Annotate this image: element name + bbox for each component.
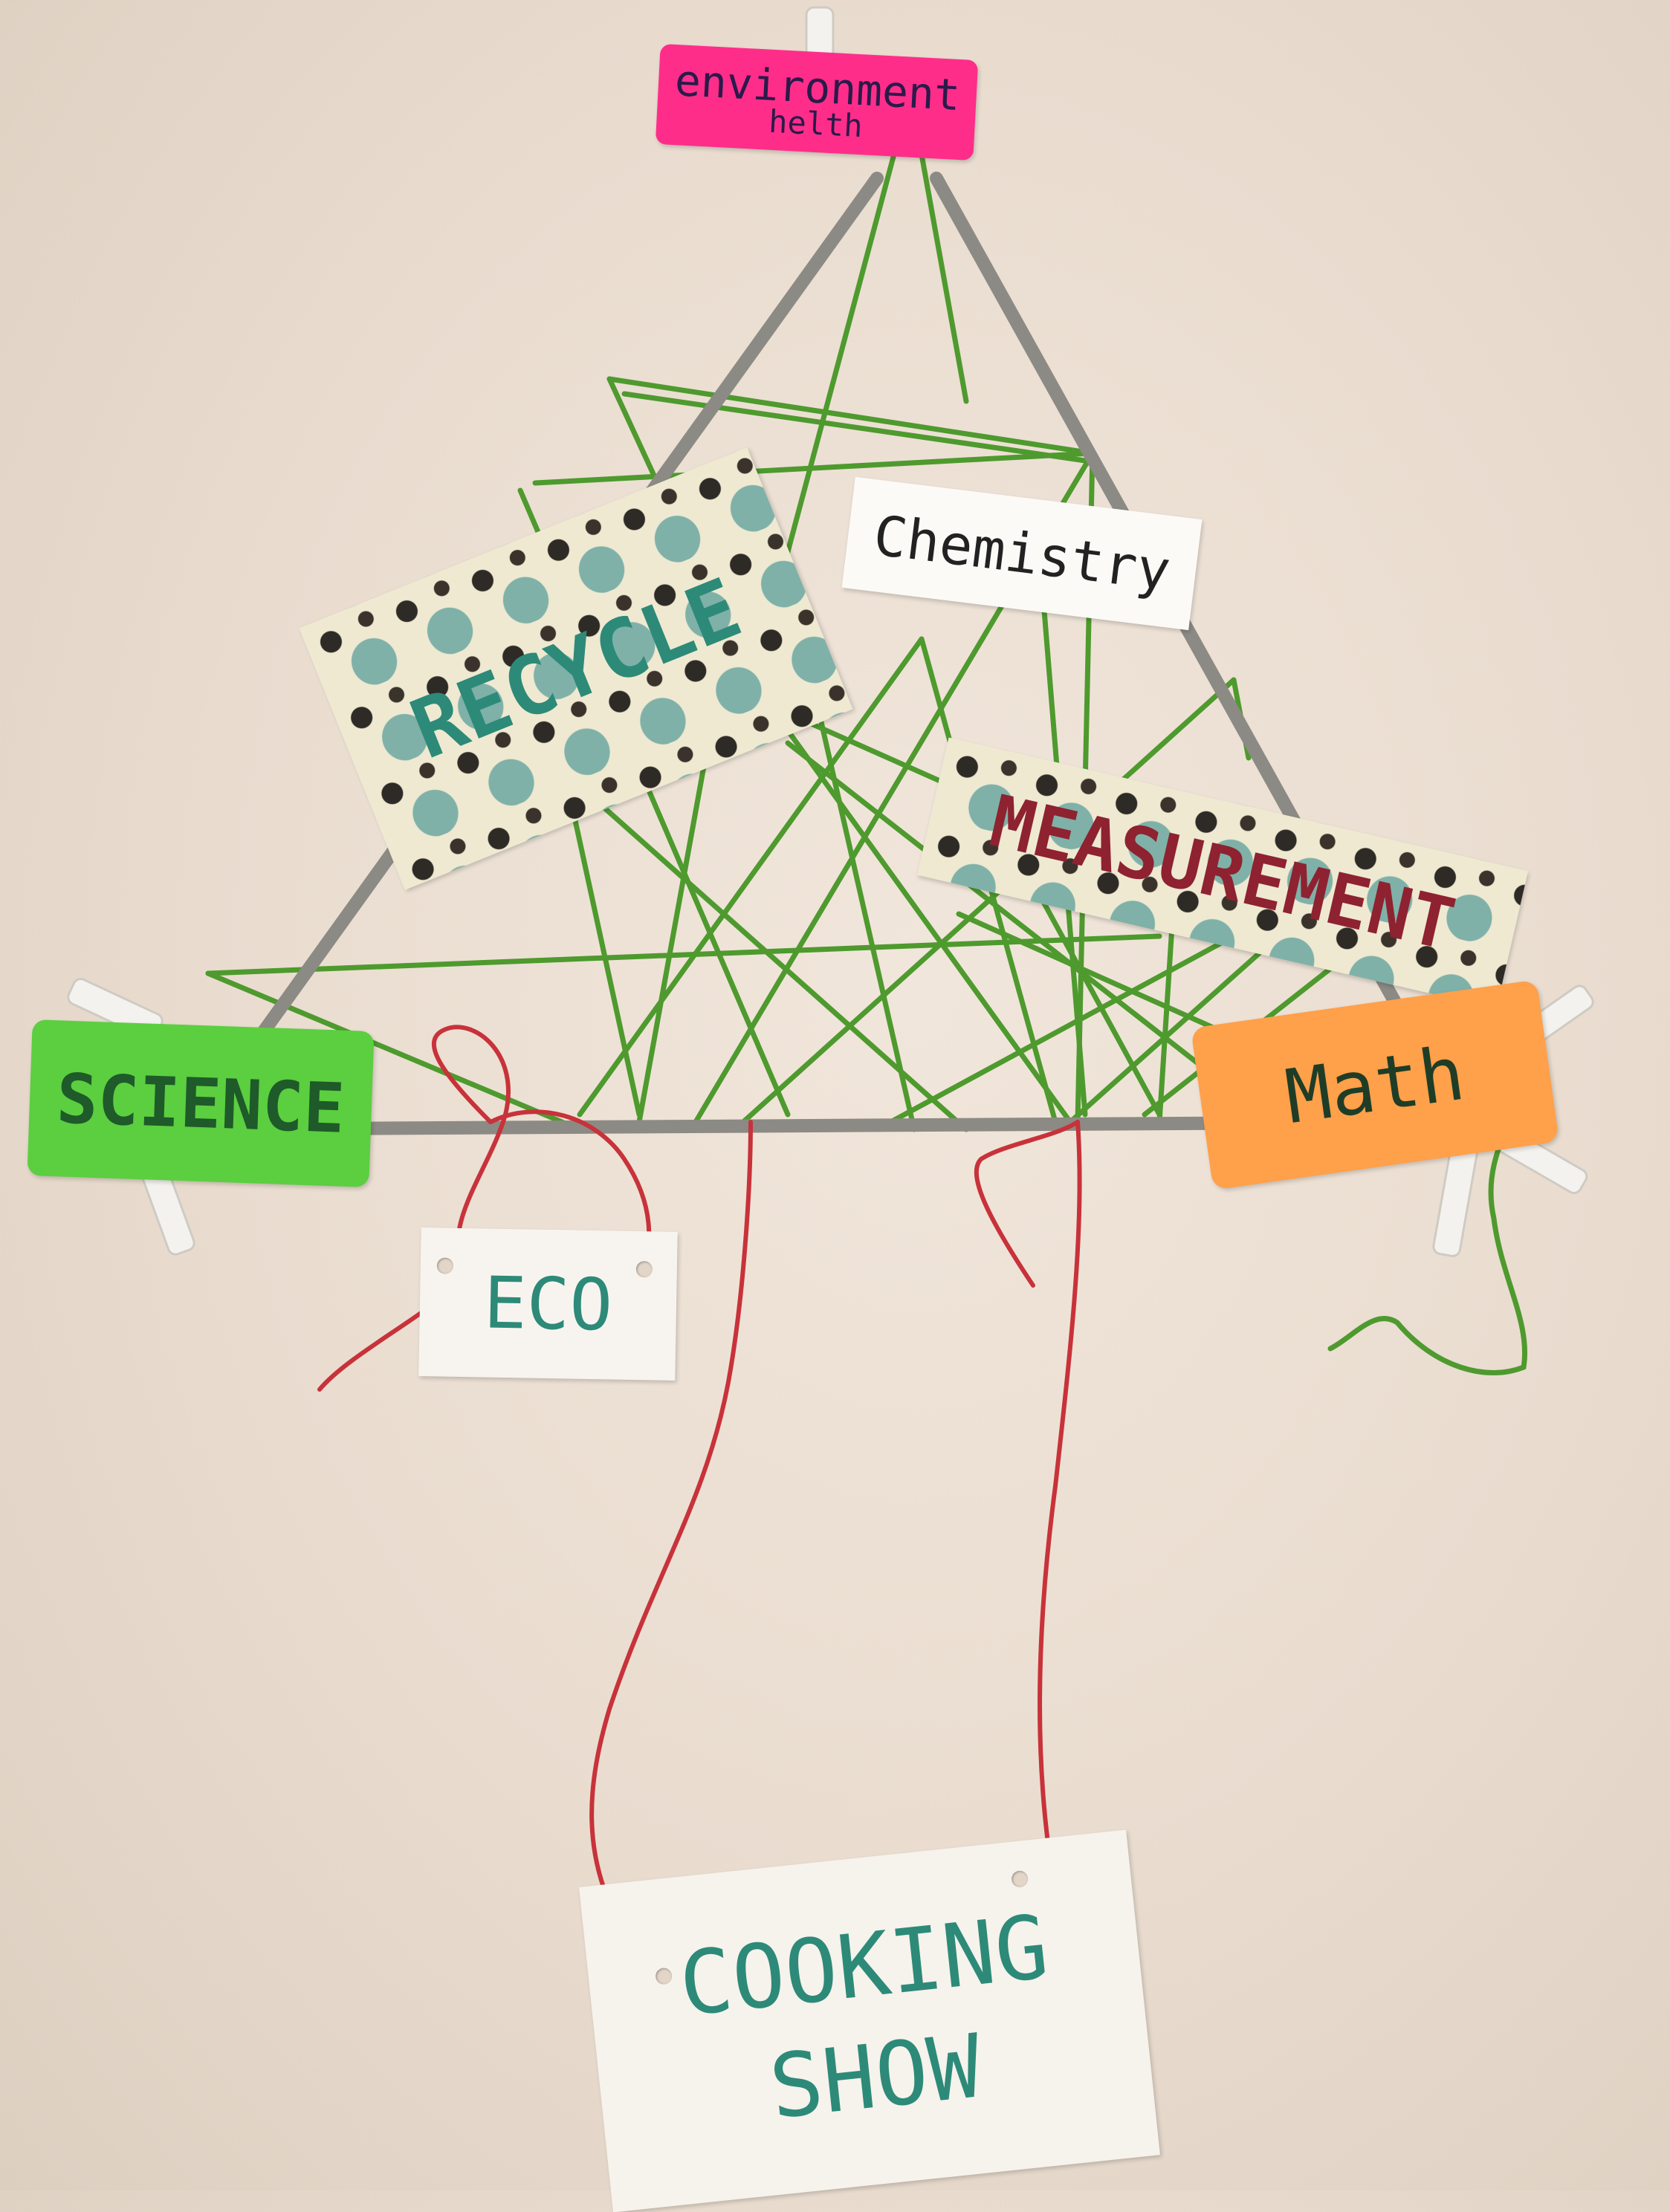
recycle-text: RECYCLE bbox=[398, 560, 754, 778]
chemistry-text: Chemistry bbox=[870, 503, 1174, 604]
cooking-hole-right bbox=[1011, 1869, 1029, 1888]
eco-hole-right bbox=[635, 1261, 653, 1278]
science-label: SCIENCE bbox=[27, 1019, 375, 1187]
cooking-text: COOKING bbox=[674, 1895, 1053, 2037]
cooking-show-label: COOKING SHOW bbox=[579, 1829, 1160, 2212]
eco-hole-left bbox=[436, 1257, 454, 1274]
show-text: SHOW bbox=[765, 2014, 986, 2139]
eco-text: ECO bbox=[482, 1261, 614, 1347]
cooking-hole-left bbox=[655, 1967, 673, 1985]
math-text: Math bbox=[1280, 1029, 1470, 1141]
health-text: helth bbox=[768, 103, 864, 144]
environment-health-label: environment helth bbox=[655, 43, 979, 161]
eco-label: ECO bbox=[418, 1227, 678, 1381]
science-text: SCIENCE bbox=[55, 1058, 346, 1149]
red-yarn bbox=[317, 1025, 1082, 1979]
